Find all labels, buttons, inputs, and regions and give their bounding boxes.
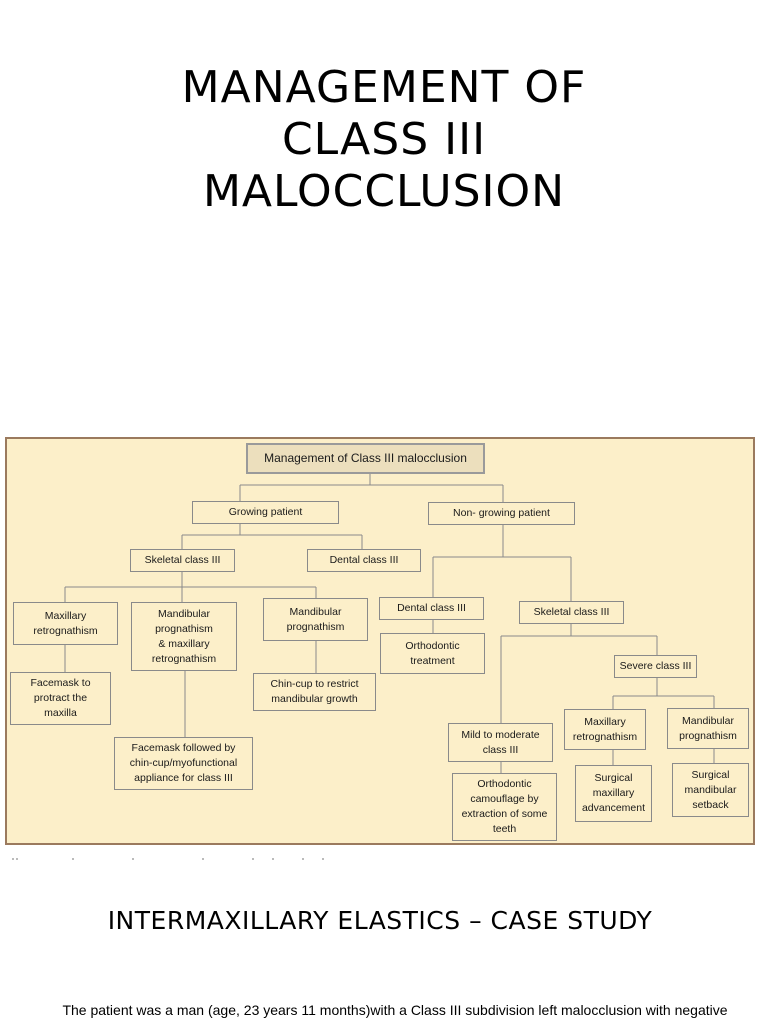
node-orthodontic-camouflage: Orthodontic camouflage by extraction of … [452,773,557,841]
node-mild-to-moderate-class-iii: Mild to moderate class III [448,723,553,762]
flowchart-panel: Management of Class III malocclusion Gro… [5,437,755,845]
connector [500,749,715,773]
connector [64,641,317,737]
node-growing-dental-class-iii: Dental class III [307,549,421,572]
slide-title: MANAGEMENT OF CLASS III MALOCCLUSION [0,62,768,218]
node-mandibular-prognathism-maxillary-retrognathism: Mandibular prognathism & maxillary retro… [131,602,237,671]
slide-title-line: MANAGEMENT OF [181,62,587,113]
node-facemask-followed-by-chin-cup: Facemask followed by chin-cup/myofunctio… [114,737,253,790]
slide-title-line: MALOCCLUSION [202,166,566,217]
node-nongrowing-dental-class-iii: Dental class III [379,597,484,620]
case-study-title: INTERMAXILLARY ELASTICS – CASE STUDY [107,906,653,935]
case-study-text: The patient was a man (age, 23 years 11 … [62,1002,728,1018]
node-mandibular-prognathism: Mandibular prognathism [263,598,368,641]
node-surgical-maxillary-advancement: Surgical maxillary advancement [575,765,652,822]
node-facemask-protract-maxilla: Facemask to protract the maxilla [10,672,111,725]
node-growing-skeletal-class-iii: Skeletal class III [130,549,235,572]
node-growing-patient: Growing patient [192,501,339,524]
node-non-growing-patient: Non- growing patient [428,502,575,525]
node-chin-cup-restrict-growth: Chin-cup to restrict mandibular growth [253,673,376,711]
node-nongrowing-skeletal-class-iii: Skeletal class III [519,601,624,624]
node-severe-maxillary-retrognathism: Maxillary retrognathism [564,709,646,750]
node-management-root: Management of Class III malocclusion [246,443,485,474]
node-surgical-mandibular-setback: Surgical mandibular setback [672,763,749,817]
flowchart-connectors [64,474,715,773]
connector [432,525,572,601]
connector [500,624,658,723]
node-maxillary-retrognathism: Maxillary retrognathism [13,602,118,645]
figure-caption-remnant [12,858,342,864]
connector [64,572,317,602]
connector [239,474,504,502]
connector [612,678,715,709]
node-severe-class-iii: Severe class III [614,655,697,678]
slide-title-line: CLASS III [281,114,487,165]
node-orthodontic-treatment: Orthodontic treatment [380,633,485,674]
connector [181,524,363,549]
node-severe-mandibular-prognathism: Mandibular prognathism [667,708,749,749]
